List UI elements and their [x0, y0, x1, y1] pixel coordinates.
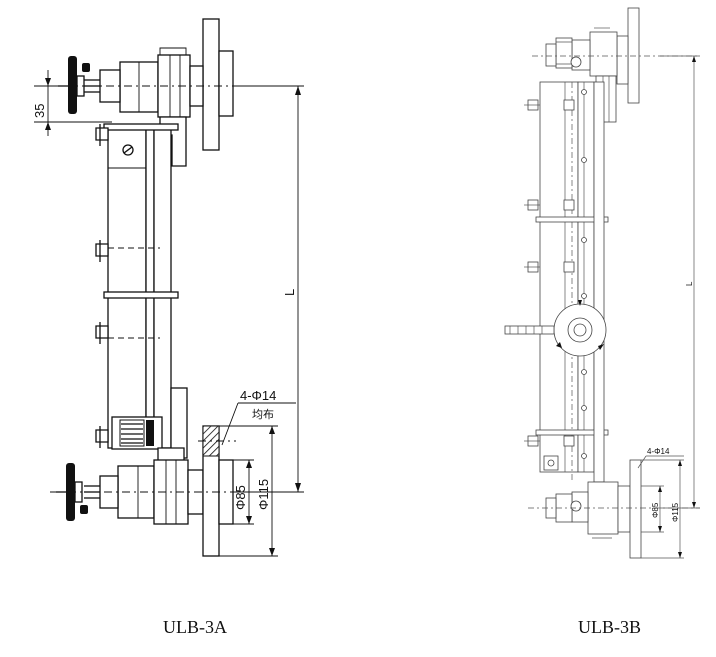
b-chamber [524, 81, 609, 483]
float-window-a [111, 416, 163, 450]
dim-holes-a: 4-Φ14 均布 [221, 388, 296, 446]
gauge-ulb-3a: 35 L 4-Φ14 均布 Φ85 [32, 18, 304, 637]
b-bottom-valve [545, 481, 619, 539]
dim-phi85-a-label: Φ85 [233, 485, 248, 510]
b-bottom-flange [629, 459, 642, 559]
b-bottom-flange-neck [617, 485, 631, 533]
gauge-ulb-3b: L 4-Φ14 Φ85 Φ115 ULB-3B [504, 7, 700, 637]
top-valve-a [58, 47, 204, 118]
dim-phi115-a: Φ115 [219, 425, 278, 557]
dim-holes-a-label: 4-Φ14 [240, 388, 276, 403]
dim-length-a-label: L [282, 289, 297, 296]
dim-phi85-a: Φ85 [233, 459, 254, 525]
dim-35: 35 [32, 70, 112, 136]
b-dim-phi115-label: Φ115 [671, 502, 680, 522]
b-top-flange [627, 7, 640, 104]
b-dim-phi85: Φ85 [641, 485, 664, 533]
top-handwheel-icon [68, 56, 77, 114]
b-dim-length: L [660, 55, 700, 509]
dim-length-a: L [236, 85, 304, 493]
b-dim-holes: 4-Φ14 [637, 447, 684, 469]
b-dim-length-label: L [685, 281, 694, 286]
dim-35-label: 35 [32, 104, 47, 118]
b-screw-icon [547, 459, 555, 467]
b-bottom-gauge-icon [570, 500, 582, 512]
b-switch-unit [504, 300, 607, 357]
b-dim-phi85-label: Φ85 [651, 502, 660, 518]
dim-holes-a-note: 均布 [252, 408, 274, 421]
b-dim-holes-label: 4-Φ14 [647, 447, 670, 456]
chamber-a [95, 123, 179, 449]
top-flange-neck [218, 50, 234, 117]
caption-ulb-3a: ULB-3A [163, 617, 227, 637]
b-dim-phi115: Φ115 [641, 459, 684, 559]
caption-ulb-3b: ULB-3B [578, 617, 641, 637]
b-top-gauge-icon [570, 56, 582, 68]
dim-phi115-a-label: Φ115 [256, 479, 271, 510]
top-flange-plate [202, 18, 220, 151]
